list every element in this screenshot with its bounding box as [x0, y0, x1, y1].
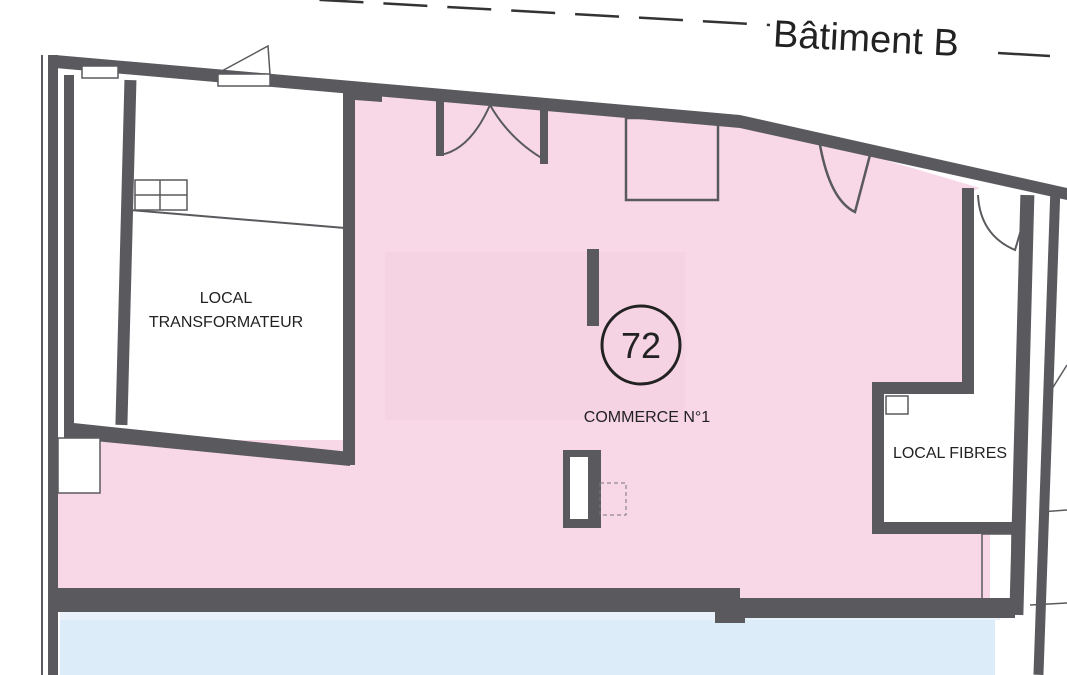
bottom-wall-step — [715, 605, 745, 623]
right-inner-wall — [962, 188, 974, 388]
lower-column-inner — [570, 457, 588, 519]
transformer-room-wall-bottom — [64, 422, 350, 466]
fibres-wall-top — [872, 382, 974, 394]
transformer-label-line1: LOCAL — [200, 290, 253, 307]
lower-column-dashed — [599, 482, 627, 516]
double-door-swing — [439, 104, 546, 161]
unit-number: 72 — [621, 325, 661, 366]
transformer-room-wall-right-thick — [343, 95, 355, 465]
left-door-frame — [57, 437, 101, 494]
transformer-label-line2: TRANSFORMATEUR — [149, 314, 303, 331]
commerce-label: COMMERCE N°1 — [584, 409, 711, 426]
fibres-wall-bottom — [872, 522, 1022, 534]
adjacent-area-edge — [60, 612, 1000, 620]
exterior-line-3 — [1029, 602, 1067, 606]
far-right-wall — [1009, 194, 1035, 616]
building-label: Bâtiment B — [772, 13, 960, 65]
fibres-vent — [885, 395, 909, 415]
adjacent-area — [60, 618, 995, 675]
door-swing-fibres-top — [977, 194, 1031, 252]
door-swing-transformer — [219, 44, 271, 75]
exterior-line-1 — [1044, 364, 1067, 401]
transformer-room-wall-left — [64, 75, 74, 445]
bottom-wall — [55, 588, 740, 612]
window-top-left — [81, 65, 119, 79]
door-swing-right — [818, 144, 872, 214]
bottom-wall-right — [740, 598, 1015, 618]
storefront-box — [624, 116, 720, 202]
fibres-wall-left — [872, 382, 884, 534]
window-top-transformer — [217, 73, 271, 87]
transformer-inner-line — [129, 209, 346, 229]
door-frame-right — [540, 108, 548, 164]
far-right-wall-outer — [1033, 194, 1061, 675]
boundary-dashed-line — [299, 0, 771, 27]
top-wall — [55, 55, 1067, 200]
left-wall — [48, 55, 58, 675]
exterior-line-2 — [1039, 509, 1067, 513]
commerce-highlight — [385, 252, 685, 420]
central-post — [587, 249, 599, 326]
fibres-label: LOCAL FIBRES — [893, 445, 1007, 462]
door-frame-left — [436, 100, 444, 156]
boundary-dashed-line-right — [997, 51, 1051, 58]
unit-number-circle — [600, 304, 682, 386]
transformer-inner-wall — [115, 79, 137, 426]
